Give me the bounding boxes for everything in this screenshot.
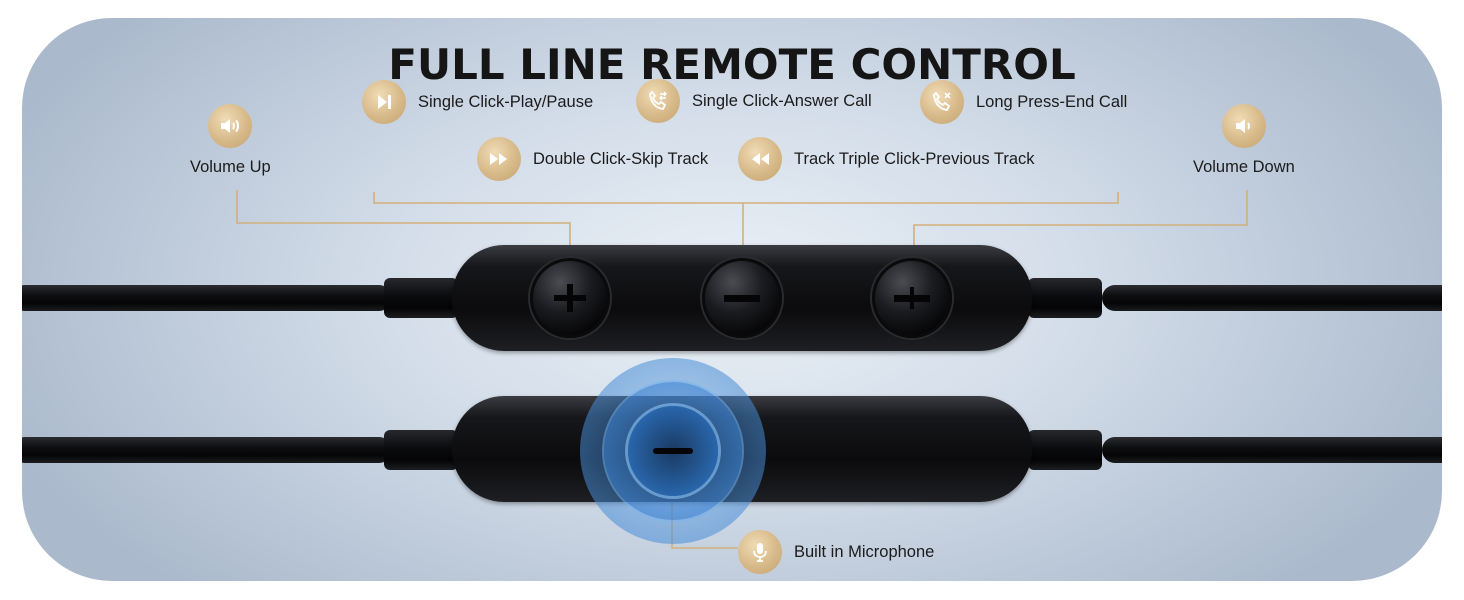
rewind-icon [738, 137, 782, 181]
minus-icon [724, 295, 760, 302]
phone-end-icon [920, 80, 964, 124]
control-previous-track: Track Triple Click-Previous Track [738, 137, 1035, 181]
strain-relief-top-left [384, 278, 458, 318]
fast-forward-icon [477, 137, 521, 181]
leader-line-volume-up [236, 190, 571, 249]
control-volume-up: Volume Up [190, 104, 271, 177]
end-call-label: Long Press-End Call [976, 92, 1128, 111]
control-end-call: Long Press-End Call [920, 80, 1127, 124]
control-microphone: Built in Microphone [738, 530, 934, 574]
skip-track-label: Double Click-Skip Track [533, 149, 709, 168]
volume-down-label: Volume Down [1193, 158, 1295, 176]
cable-top-right [1102, 285, 1442, 311]
previous-track-label: Track Triple Click-Previous Track [794, 149, 1035, 168]
control-play-pause: Single Click-Play/Pause [362, 80, 593, 124]
strain-relief-top-right [1028, 278, 1102, 318]
speaker-icon [1221, 104, 1266, 148]
speaker-icon [208, 104, 253, 148]
multifunction-button[interactable] [702, 258, 782, 338]
control-skip-track: Double Click-Skip Track [477, 137, 708, 181]
microphone-icon [738, 530, 782, 574]
minus-icon [894, 287, 930, 309]
volume-down-button[interactable] [872, 258, 952, 338]
strain-relief-bottom-right [1028, 430, 1102, 470]
leader-line-middle [373, 192, 1119, 204]
control-answer-call: Single Click-Answer Call [636, 79, 872, 123]
banner-title: FULL LINE REMOTE CONTROL [388, 40, 1076, 89]
play-pause-icon [362, 80, 406, 124]
volume-up-button[interactable] [530, 258, 610, 338]
product-banner: FULL LINE REMOTE CONTROL [22, 18, 1442, 581]
strain-relief-bottom-left [384, 430, 458, 470]
control-volume-down: Volume Down [1193, 104, 1295, 177]
cable-bottom-left [22, 437, 392, 463]
leader-lines [236, 190, 1248, 549]
cable-bottom-right [1102, 437, 1442, 463]
cable-top-left [22, 285, 392, 311]
plus-icon [554, 284, 586, 312]
microphone-slot [653, 448, 693, 454]
phone-answer-icon [636, 79, 680, 123]
volume-up-label: Volume Up [190, 158, 271, 176]
play-pause-label: Single Click-Play/Pause [418, 92, 594, 111]
microphone-label: Built in Microphone [794, 542, 935, 561]
answer-call-label: Single Click-Answer Call [692, 91, 872, 110]
leader-line-volume-down [913, 190, 1248, 249]
